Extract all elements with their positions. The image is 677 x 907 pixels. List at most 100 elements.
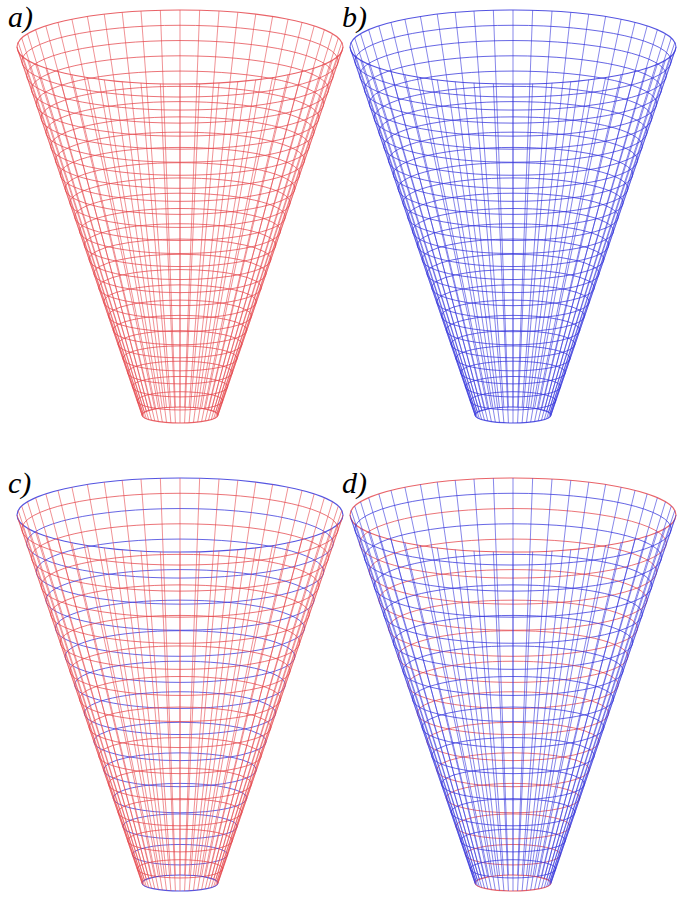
generator-line	[216, 34, 333, 412]
generator-line	[405, 75, 488, 421]
generator-line	[541, 22, 635, 409]
generator-line	[351, 43, 475, 414]
generator-line	[549, 502, 666, 880]
generator-line	[455, 82, 499, 423]
generator-line	[535, 545, 606, 889]
wireframe-cone	[17, 10, 343, 423]
generator-line	[193, 12, 237, 407]
wireframe-cone	[350, 10, 676, 423]
generator-line	[122, 82, 166, 423]
generator-line	[46, 494, 149, 878]
generator-line	[36, 30, 147, 411]
generator-line	[141, 83, 171, 423]
generator-line	[538, 487, 621, 877]
generator-line	[361, 502, 478, 880]
generator-line	[474, 551, 504, 891]
generator-line	[185, 10, 200, 407]
generator-line	[551, 51, 675, 416]
generator-line	[541, 490, 635, 877]
generator-line	[551, 519, 675, 884]
generator-line	[526, 550, 570, 891]
generator-line	[405, 543, 488, 889]
generator-line	[218, 51, 342, 416]
generator-line	[391, 490, 485, 877]
generator-line	[87, 17, 158, 409]
generator-line	[214, 498, 325, 879]
generator-line	[141, 479, 171, 875]
generator-line	[518, 478, 533, 875]
generator-line	[217, 506, 338, 881]
generator-line	[420, 545, 491, 889]
generator-line	[551, 47, 676, 415]
generator-line	[218, 519, 342, 884]
generator-line	[36, 498, 147, 879]
generator-line	[87, 485, 158, 877]
generator-line	[513, 478, 514, 875]
generator-line	[122, 12, 166, 407]
generator-line	[493, 478, 508, 875]
generator-line	[437, 14, 495, 408]
generator-line	[522, 83, 552, 423]
generator-line	[217, 38, 338, 413]
generator-line	[180, 478, 181, 875]
generator-line	[379, 494, 482, 878]
generator-line	[526, 12, 570, 407]
generator-line	[544, 26, 647, 410]
generator-line	[218, 47, 343, 415]
generator-line	[522, 551, 552, 891]
generator-line	[549, 34, 666, 412]
generator-line	[205, 543, 288, 889]
generator-line	[455, 12, 499, 407]
generator-line	[205, 75, 288, 421]
generator-line	[551, 515, 676, 883]
wireframe-cone	[17, 478, 343, 891]
generator-line	[28, 34, 145, 412]
generator-line	[202, 77, 273, 421]
generator-line	[550, 38, 671, 413]
generator-line	[17, 47, 142, 415]
generator-line	[351, 511, 475, 882]
generator-line	[455, 480, 499, 875]
generator-line	[211, 26, 314, 410]
generator-line	[420, 17, 491, 409]
panel-label: c)	[8, 468, 31, 498]
generator-line	[526, 480, 570, 875]
generator-line	[551, 511, 675, 882]
generator-line	[122, 550, 166, 891]
generator-line	[551, 43, 675, 414]
generator-line	[350, 47, 475, 415]
generator-line	[160, 10, 175, 407]
generator-line	[189, 551, 219, 891]
generator-line	[535, 77, 606, 421]
panel-label: a)	[8, 2, 33, 32]
generator-line	[437, 482, 495, 876]
generator-line	[550, 506, 671, 881]
generator-line	[369, 498, 480, 879]
generator-line	[87, 77, 158, 421]
generator-line	[216, 502, 333, 880]
generator-line	[538, 543, 621, 889]
generator-line	[180, 10, 181, 407]
generator-line	[474, 479, 504, 875]
generator-line	[369, 30, 480, 411]
generator-line	[193, 82, 237, 423]
generator-line	[28, 502, 145, 880]
generator-line	[58, 490, 152, 877]
generator-line	[513, 10, 514, 407]
generator-line	[218, 515, 343, 883]
generator-line	[58, 22, 152, 409]
generator-line	[214, 30, 325, 411]
generator-line	[185, 478, 200, 875]
generator-line	[211, 494, 314, 878]
generator-line	[189, 11, 219, 407]
generator-line	[193, 480, 237, 875]
wireframe-cone	[350, 478, 676, 891]
generator-line	[208, 22, 302, 409]
generator-line	[87, 545, 158, 889]
panel-label: d)	[342, 468, 367, 498]
generator-line	[160, 478, 175, 875]
generator-line	[538, 19, 621, 409]
generator-line	[104, 14, 162, 408]
generator-line	[455, 550, 499, 891]
generator-line	[218, 43, 342, 414]
